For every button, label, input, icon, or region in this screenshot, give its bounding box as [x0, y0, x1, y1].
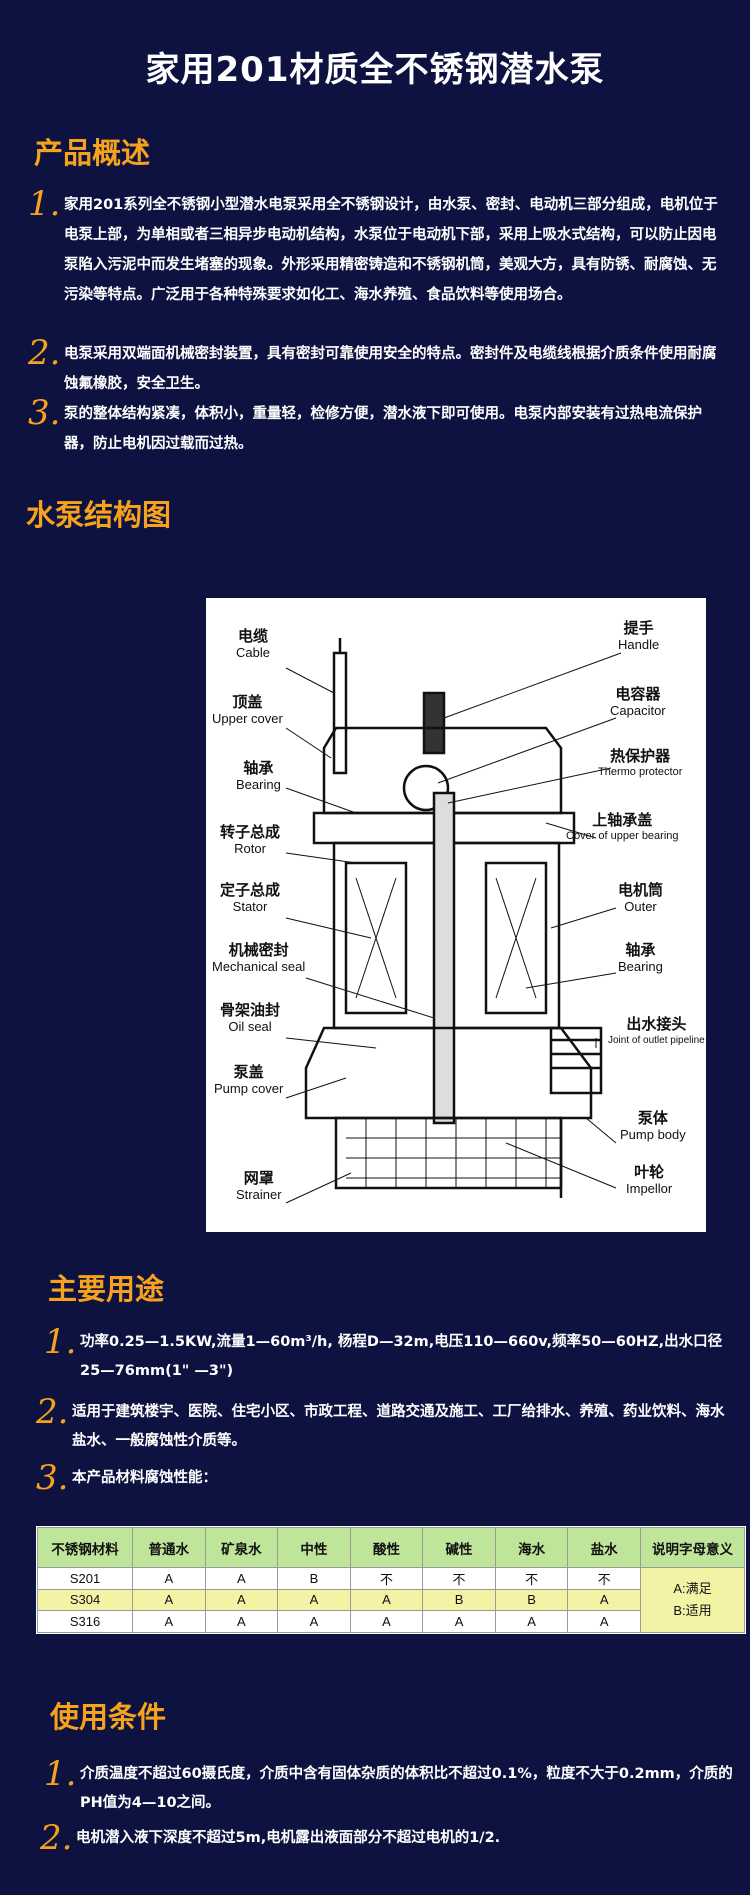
table-cell: 不	[349, 1567, 424, 1590]
table-header-cell: 普通水	[132, 1527, 206, 1568]
table-header-cell: 矿泉水	[204, 1527, 279, 1568]
table-cell: A	[204, 1588, 279, 1612]
table-cell: B	[422, 1588, 496, 1612]
table-cell: B	[494, 1588, 569, 1612]
table-cell: 不	[567, 1567, 641, 1590]
page-title: 家用201材质全不锈钢潜水泵	[145, 50, 605, 90]
table-cell: S316	[37, 1610, 133, 1633]
table-cell: A	[132, 1588, 206, 1612]
table-header-cell: 酸性	[349, 1527, 424, 1568]
item-number: 2.	[36, 1392, 69, 1432]
table-cell: 不	[494, 1567, 569, 1590]
legend-a: A:满足	[673, 1581, 712, 1596]
item-number: 1.	[44, 1754, 77, 1794]
item-number: 1.	[28, 184, 61, 224]
table-cell: A	[277, 1588, 351, 1612]
uses-item-3: 3. 本产品材料腐蚀性能：	[36, 1460, 726, 1496]
table-row: S201 A A B 不 不 不 不 A:满足 B:适用	[37, 1567, 745, 1633]
table-cell: A	[132, 1610, 206, 1633]
table-cell: 不	[422, 1567, 496, 1590]
overview-item-2: 2. 电泵采用双端面机械密封装置，具有密封可靠使用安全的特点。密封件及电缆线根据…	[28, 335, 728, 399]
table-cell: B	[277, 1567, 351, 1590]
uses-item-text: 本产品材料腐蚀性能：	[72, 1470, 217, 1486]
item-number: 3.	[36, 1458, 69, 1498]
item-number: 2.	[28, 333, 61, 373]
conditions-item-text: 电机潜入液下深度不超过5m,电机露出液面部分不超过电机的1/2.	[76, 1830, 501, 1846]
overview-item-1: 1. 家用201系列全不锈钢小型潜水电泵采用全不锈钢设计，由水泵、密封、电动机三…	[28, 186, 728, 310]
overview-heading: 产品概述	[34, 136, 151, 170]
table-header-cell: 中性	[277, 1527, 351, 1568]
table-row: S304 A A A A B B A	[37, 1588, 745, 1612]
uses-heading: 主要用途	[48, 1272, 165, 1306]
conditions-item-2: 2. 电机潜入液下深度不超过5m,电机露出液面部分不超过电机的1/2.	[40, 1820, 730, 1856]
table-header-cell: 盐水	[567, 1527, 641, 1568]
table-cell: A	[567, 1588, 641, 1612]
table-cell: A	[494, 1610, 569, 1633]
uses-item-text: 适用于建筑楼宇、医院、住宅小区、市政工程、道路交通及施工、工厂给排水、养殖、药业…	[72, 1404, 725, 1449]
overview-item-3: 3. 泵的整体结构紧凑，体积小，重量轻，检修方便，潜水液下即可使用。电泵内部安装…	[28, 395, 728, 459]
item-number: 1.	[44, 1322, 77, 1362]
table-cell: S201	[37, 1567, 133, 1590]
overview-item-text: 家用201系列全不锈钢小型潜水电泵采用全不锈钢设计，由水泵、密封、电动机三部分组…	[64, 197, 718, 303]
structure-heading: 水泵结构图	[26, 498, 172, 532]
pump-drawing	[285, 638, 622, 1204]
item-number: 2.	[40, 1818, 73, 1858]
table-cell: A	[567, 1610, 641, 1633]
item-number: 3.	[28, 393, 61, 433]
overview-item-text: 泵的整体结构紧凑，体积小，重量轻，检修方便，潜水液下即可使用。电泵内部安装有过热…	[64, 406, 702, 452]
legend-b: B:适用	[673, 1603, 712, 1618]
table-row: S316 A A A A A A A	[37, 1610, 745, 1633]
table-header-cell: 说明字母意义	[640, 1527, 745, 1568]
table-cell: A	[204, 1567, 279, 1590]
table-header-cell: 海水	[494, 1527, 569, 1568]
table-cell: A	[349, 1610, 424, 1633]
corrosion-table: 不锈钢材料 普通水 矿泉水 中性 酸性 碱性 海水 盐水 说明字母意义 S201…	[36, 1526, 746, 1634]
overview-item-text: 电泵采用双端面机械密封装置，具有密封可靠使用安全的特点。密封件及电缆线根据介质条…	[64, 346, 717, 392]
table-header-row: 不锈钢材料 普通水 矿泉水 中性 酸性 碱性 海水 盐水 说明字母意义	[37, 1527, 745, 1568]
uses-item-2: 2. 适用于建筑楼宇、医院、住宅小区、市政工程、道路交通及施工、工厂给排水、养殖…	[36, 1394, 726, 1456]
table-cell: A	[204, 1610, 279, 1633]
table-cell: A	[277, 1610, 351, 1633]
table-cell: A	[349, 1588, 424, 1612]
uses-item-text: 功率0.25—1.5KW,流量1—60m³/h, 杨程D—32m,电压110—6…	[80, 1334, 723, 1379]
table-cell: S304	[37, 1588, 133, 1612]
conditions-item-text: 介质温度不超过60摄氏度，介质中含有固体杂质的体积比不超过0.1%，粒度不大于0…	[80, 1766, 733, 1811]
table-header-cell: 碱性	[422, 1527, 496, 1568]
table-cell: A	[132, 1567, 206, 1590]
conditions-heading: 使用条件	[50, 1700, 167, 1734]
table-header-cell: 不锈钢材料	[37, 1527, 133, 1568]
uses-item-1: 1. 功率0.25—1.5KW,流量1—60m³/h, 杨程D—32m,电压11…	[44, 1324, 734, 1386]
table-cell: A	[422, 1610, 496, 1633]
table-legend: A:满足 B:适用	[640, 1567, 745, 1633]
conditions-item-1: 1. 介质温度不超过60摄氏度，介质中含有固体杂质的体积比不超过0.1%，粒度不…	[44, 1756, 734, 1818]
